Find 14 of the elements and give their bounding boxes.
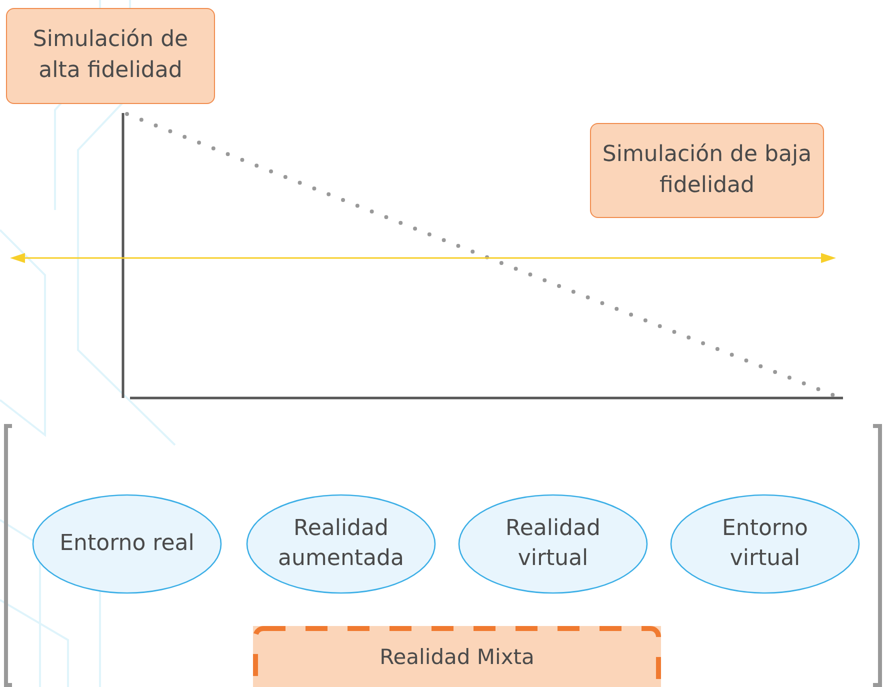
node-label: Realidad aumentada bbox=[277, 515, 405, 573]
node-label: Entorno virtual bbox=[721, 515, 809, 573]
dashed-label-box bbox=[253, 626, 661, 687]
node-label: Simulación de alta fidelidad bbox=[32, 26, 190, 85]
node-label: Entorno real bbox=[60, 530, 194, 558]
label-box bbox=[590, 123, 824, 218]
category-ellipse bbox=[458, 494, 648, 594]
node-label: Realidad virtual bbox=[504, 515, 602, 573]
category-ellipse bbox=[670, 494, 860, 594]
node-label: Simulación de baja fidelidad bbox=[601, 140, 813, 200]
node-label: Realidad Mixta bbox=[380, 644, 534, 668]
category-ellipse bbox=[32, 494, 222, 594]
label-box bbox=[6, 8, 215, 104]
category-ellipse bbox=[246, 494, 436, 594]
